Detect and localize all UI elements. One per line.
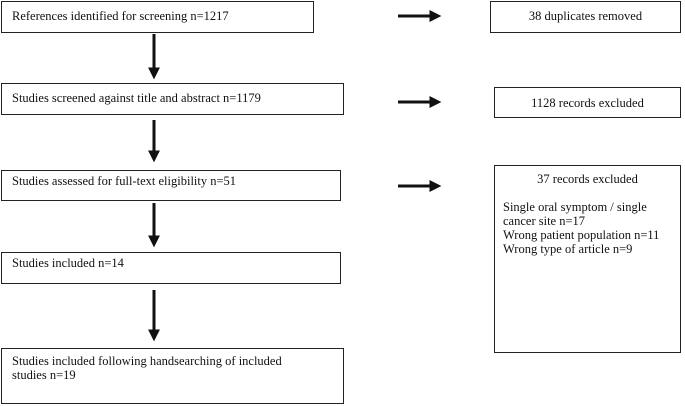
exclusion-reason: Wrong patient population n=11 — [503, 228, 660, 242]
step-box-included: Studies included n=14 — [1, 252, 341, 284]
step-box-handsearch: Studies included following handsearching… — [1, 348, 344, 404]
step-box-screened: Studies screened against title and abstr… — [1, 83, 344, 115]
step-box-identified: References identified for screening n=12… — [1, 1, 314, 33]
step-label: Studies included n=14 — [12, 256, 124, 270]
exclusion-box-duplicates: 38 duplicates removed — [490, 1, 681, 33]
exclusion-box-full-text: 37 records excluded Single oral symptom … — [494, 165, 681, 353]
exclusion-reason: Wrong type of article n=9 — [503, 242, 633, 256]
step-box-assessed: Studies assessed for full-text eligibili… — [1, 170, 341, 201]
step-label: Studies included following handsearching… — [12, 354, 282, 368]
exclusion-label: 37 records excluded — [537, 172, 638, 186]
step-label: Studies assessed for full-text eligibili… — [12, 174, 237, 188]
exclusion-label: 1128 records excluded — [531, 96, 644, 110]
step-label: References identified for screening n=12… — [12, 9, 229, 23]
exclusion-reason: cancer site n=17 — [503, 214, 586, 228]
step-label-continued: studies n=19 — [12, 368, 76, 382]
exclusion-label: 38 duplicates removed — [528, 9, 643, 23]
exclusion-box-title-abstract: 1128 records excluded — [494, 87, 681, 118]
exclusion-reason: Single oral symptom / single — [503, 200, 647, 214]
step-label: Studies screened against title and abstr… — [12, 91, 261, 105]
